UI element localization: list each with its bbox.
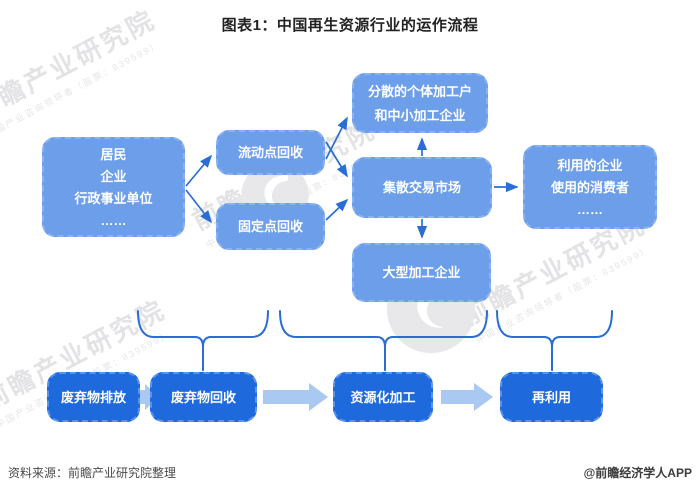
arrow-mobile-to-market (325, 141, 348, 178)
stage-recycle-box: 废弃物回收 (150, 372, 257, 422)
scattered-line: 分散的个体加工户 (367, 83, 472, 99)
scattered-line: 和中小加工企业 (374, 107, 466, 123)
block-arrow-3 (441, 383, 493, 411)
brace-reuse (551, 310, 613, 371)
chart-title: 图表1：中国再生资源行业的运作流程 (221, 17, 479, 34)
source-line: …… (100, 212, 127, 228)
data-source-note: 资料来源：前瞻产业研究院整理 (8, 466, 177, 480)
arrow-source-to-mobile (185, 154, 213, 187)
stage-processing-box: 资源化加工 (333, 372, 433, 422)
trading-market-box: 集散交易市场 (352, 157, 492, 218)
stage-discharge-box: 废弃物排放 (47, 372, 140, 422)
stage-discharge-label: 废弃物排放 (60, 389, 126, 405)
stage-processing-label: 资源化加工 (350, 389, 416, 405)
mobile-recycle-box: 流动点回收 (216, 130, 325, 175)
app-credit: @前瞻经济学人APP (583, 466, 692, 480)
large-processors-box: 大型加工企业 (352, 243, 491, 302)
users-line: 利用的企业 (557, 157, 623, 173)
stage-recycle-label: 废弃物回收 (170, 389, 236, 405)
brace-reuse (496, 310, 553, 371)
large-processors-label: 大型加工企业 (382, 265, 461, 280)
source-line: 企业 (100, 168, 127, 184)
source-line: 居民 (100, 146, 127, 162)
users-line: …… (577, 201, 603, 217)
stage-reuse-label: 再利用 (531, 389, 571, 405)
arrow-fixed-to-market (325, 198, 349, 221)
source-line: 行政事业单位 (74, 190, 153, 206)
users-line: 使用的消费者 (550, 179, 629, 195)
stage-reuse-box: 再利用 (500, 372, 603, 422)
scattered-processors-box: 分散的个体加工户 和中小加工企业 (352, 73, 488, 133)
trading-market-label: 集散交易市场 (382, 180, 461, 195)
source-box: 居民 企业 行政事业单位 …… (42, 137, 185, 237)
arrow-mobile-to-scattered (325, 116, 348, 160)
block-arrow-2 (263, 383, 328, 411)
fixed-recycle-label: 固定点回收 (237, 219, 303, 234)
users-box: 利用的企业 使用的消费者 …… (523, 145, 657, 229)
mobile-recycle-label: 流动点回收 (237, 145, 303, 160)
brace-recycle (202, 310, 269, 371)
flow-arrows (185, 116, 519, 239)
brace-processing (279, 310, 386, 371)
fixed-recycle-box: 固定点回收 (216, 203, 325, 250)
arrow-source-to-fixed (185, 189, 213, 224)
stage-braces (137, 310, 613, 371)
brace-processing (384, 310, 488, 371)
brace-recycle (137, 310, 204, 371)
